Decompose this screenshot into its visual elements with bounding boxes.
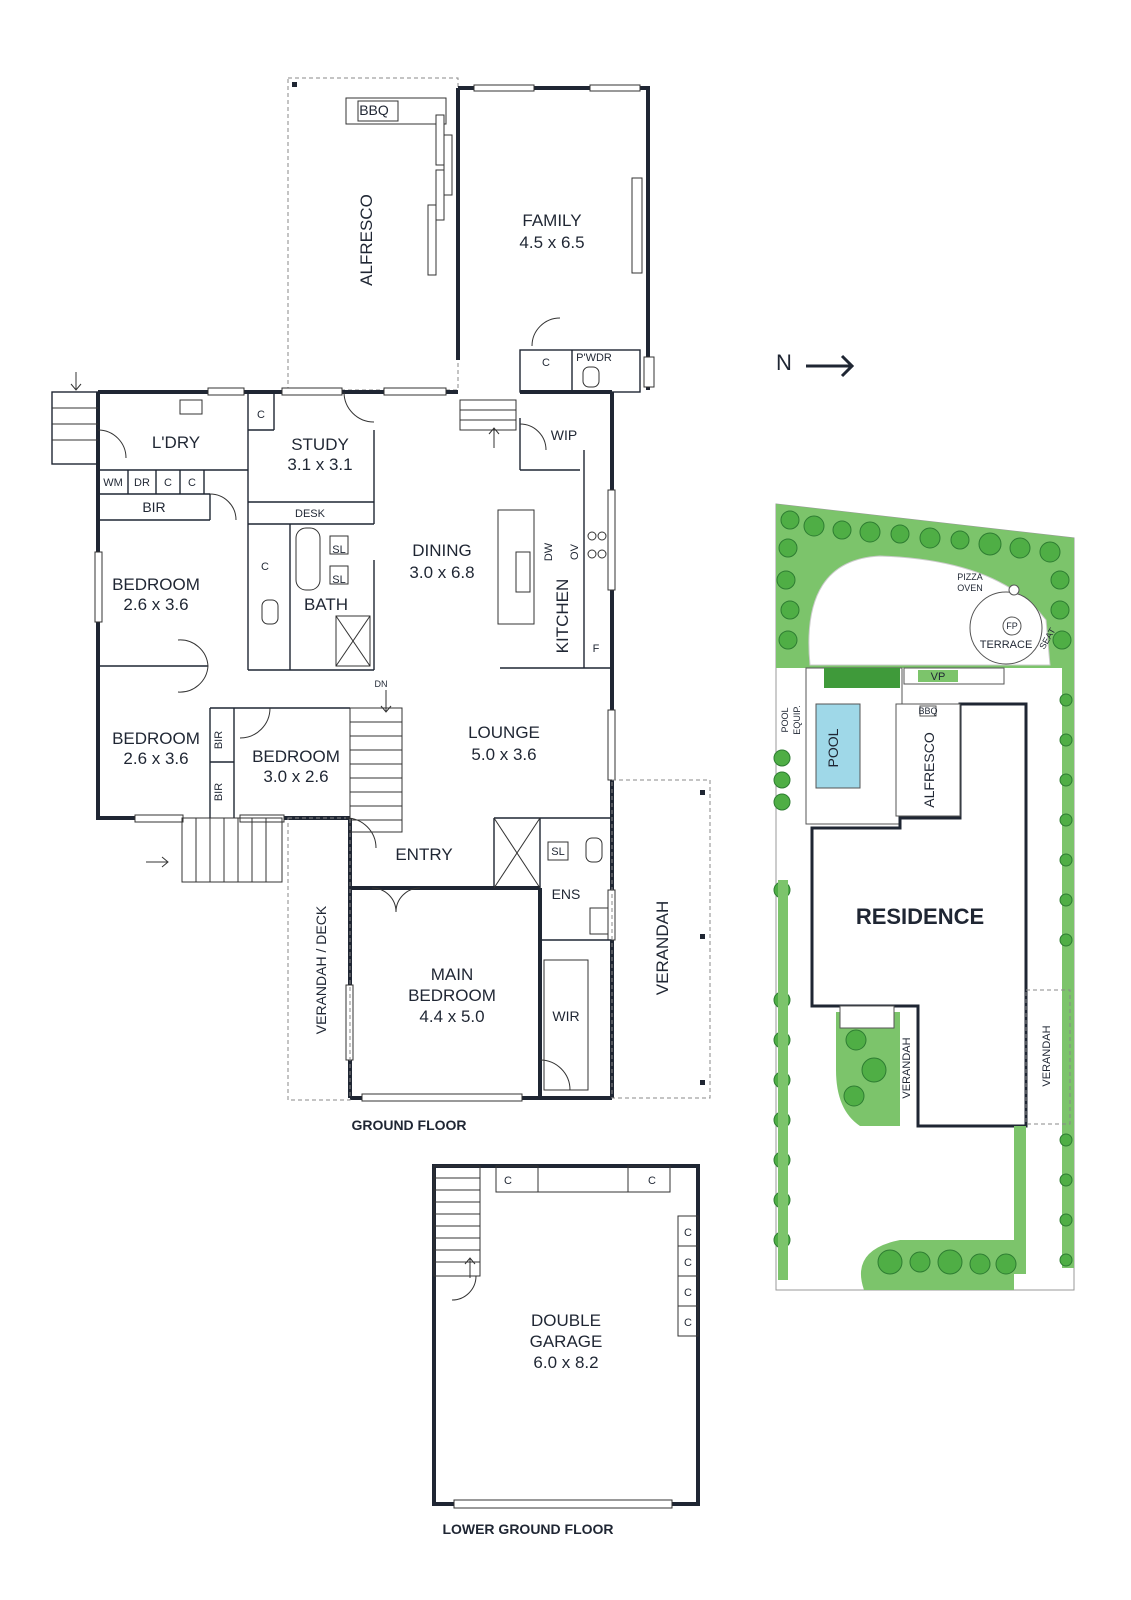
- garage-cupboard-label: C: [648, 1175, 656, 1187]
- bedroom-3-dimensions: 3.0 x 2.6: [263, 767, 328, 786]
- garage-name-line2: GARAGE: [530, 1332, 603, 1351]
- study-dimensions: 3.1 x 3.1: [287, 455, 352, 474]
- laundry-porch: [51, 391, 99, 465]
- oven-label: OV: [569, 543, 581, 560]
- pizza-oven-label-2: OVEN: [957, 583, 983, 593]
- entry-label: ENTRY: [395, 845, 452, 864]
- linen-bir-label: BIR: [142, 499, 165, 515]
- entry-steps: [181, 817, 283, 883]
- main-bedroom-dimensions: 4.4 x 5.0: [419, 1007, 484, 1026]
- lower-ground-floor-title: LOWER GROUND FLOOR: [442, 1521, 613, 1537]
- site-plan: [773, 503, 1075, 1291]
- site-alfresco-label: ALFRESCO: [921, 732, 937, 808]
- north-label: N: [776, 350, 792, 375]
- garage-cupboard-label: C: [684, 1227, 692, 1239]
- desk-label: DESK: [295, 508, 326, 520]
- fridge-label: F: [593, 643, 600, 655]
- bir-label: BIR: [213, 783, 225, 801]
- alfresco-label: ALFRESCO: [357, 194, 376, 286]
- lounge-name: LOUNGE: [468, 723, 540, 742]
- garage-cupboard-label: C: [684, 1317, 692, 1329]
- dishwasher-label: DW: [543, 542, 555, 561]
- wip-label: WIP: [551, 427, 577, 443]
- ground-floor-title: GROUND FLOOR: [351, 1117, 466, 1133]
- lounge-dimensions: 5.0 x 3.6: [471, 745, 536, 764]
- ensuite-label: ENS: [552, 886, 581, 902]
- cupboard-label: C: [261, 561, 269, 573]
- bedroom-3-name: BEDROOM: [252, 747, 340, 766]
- garage-name-line1: DOUBLE: [531, 1311, 601, 1330]
- cupboard-label: C: [188, 477, 196, 489]
- arrow-right-icon: [806, 354, 855, 378]
- shower-sl-label: SL: [332, 544, 345, 556]
- pizza-oven-label-1: PIZZA: [957, 572, 983, 582]
- lower-ground-floor-plan: [432, 1164, 700, 1509]
- bedroom-2-dimensions: 2.6 x 3.6: [123, 749, 188, 768]
- pool: [815, 703, 861, 789]
- pool-equip-label-2: EQUIP.: [792, 705, 802, 734]
- main-bedroom-name-line2: BEDROOM: [408, 986, 496, 1005]
- bedroom-1-name: BEDROOM: [112, 575, 200, 594]
- kitchen-label: KITCHEN: [553, 579, 572, 654]
- bedroom-2-name: BEDROOM: [112, 729, 200, 748]
- verandah-deck-label: VERANDAH / DECK: [313, 905, 329, 1034]
- shower-sl-label: SL: [332, 574, 345, 586]
- laundry-label: L'DRY: [152, 433, 200, 452]
- bath-label: BATH: [304, 595, 348, 614]
- stairs-dn-label: DN: [375, 679, 388, 689]
- cupboard-label: C: [164, 477, 172, 489]
- cupboard-label: C: [542, 357, 550, 369]
- cupboard-label: C: [257, 409, 265, 421]
- kitchen-island: [497, 509, 535, 625]
- bir-label: BIR: [213, 731, 225, 749]
- bifold-door-1: [435, 114, 445, 166]
- shower-sl-label: SL: [551, 846, 564, 858]
- pool-label: POOL: [825, 728, 841, 767]
- garage-cupboard-label: C: [684, 1257, 692, 1269]
- dryer-label: DR: [134, 477, 150, 489]
- dining-dimensions: 3.0 x 6.8: [409, 563, 474, 582]
- bbq-unit: [357, 100, 399, 122]
- family-room-name: FAMILY: [522, 211, 581, 230]
- ground-floor-plan: [51, 77, 711, 1102]
- family-window: [631, 177, 643, 274]
- family-room-dimensions: 4.5 x 6.5: [519, 233, 584, 252]
- stairs-down: [349, 707, 403, 833]
- site-verandah-label-1: VERANDAH: [901, 1037, 913, 1098]
- verandah-outline: [611, 779, 711, 1099]
- residence-label: RESIDENCE: [856, 904, 984, 929]
- garage-dimensions: 6.0 x 8.2: [533, 1353, 598, 1372]
- dining-name: DINING: [412, 541, 472, 560]
- verandah-deck-outline: [287, 817, 351, 1101]
- garage-cupboard-label: C: [684, 1287, 692, 1299]
- site-verandah-label-2: VERANDAH: [1041, 1025, 1053, 1086]
- wir-label: WIR: [552, 1008, 579, 1024]
- main-bedroom-name-line1: MAIN: [431, 965, 474, 984]
- pool-equip-label-1: POOL: [780, 707, 790, 732]
- site-bbq-label: BBQ: [918, 706, 937, 716]
- residence-outline: [810, 702, 1028, 1128]
- verandah-label: VERANDAH: [653, 901, 672, 995]
- vp-label: VP: [931, 671, 946, 683]
- bedroom-1-dimensions: 2.6 x 3.6: [123, 595, 188, 614]
- study-name: STUDY: [291, 435, 349, 454]
- fireplace-label: FP: [1006, 621, 1018, 631]
- powder-room-label: P'WDR: [576, 352, 612, 364]
- washing-machine-label: WM: [103, 477, 123, 489]
- garage-cupboard-label: C: [504, 1175, 512, 1187]
- bbq-label: BBQ: [359, 102, 389, 118]
- terrace-label: TERRACE: [980, 639, 1033, 651]
